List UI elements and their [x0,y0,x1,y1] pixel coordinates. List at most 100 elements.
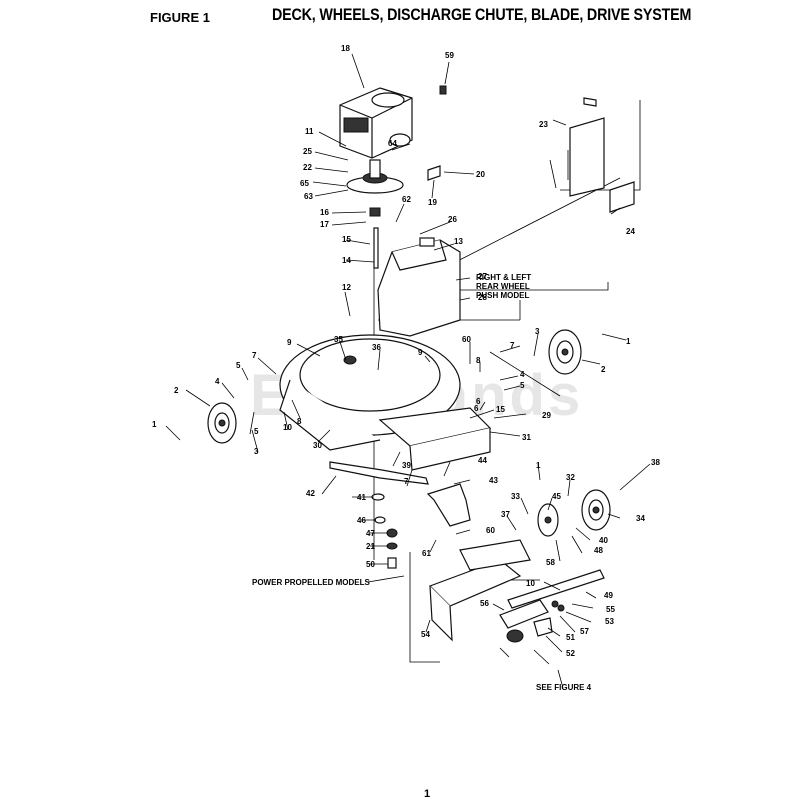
callout-15: 15 [496,405,505,414]
part-56 [557,604,565,612]
callout-57: 57 [580,627,589,636]
callout-2: 2 [174,386,179,395]
callout-10: 10 [283,423,292,432]
callout-28: 28 [478,293,487,302]
drive-shaft [507,569,605,609]
gear-case [506,629,524,643]
callout-22: 22 [303,163,312,172]
note-rear-wheel-2: REAR WHEEL [476,282,530,291]
blade-adapter [369,207,381,217]
mower-deck [279,334,461,451]
callout-37: 37 [501,510,510,519]
bolt-21 [387,557,397,569]
engine-pulley [346,159,404,194]
callout-20: 20 [476,170,485,179]
callout-41: 41 [357,493,366,502]
part-61 [386,542,398,550]
callout-56: 56 [480,599,489,608]
callout-54: 54 [421,630,430,639]
callout-45: 45 [552,492,561,501]
plate-23 [569,117,605,197]
callout-10: 10 [526,579,535,588]
callout-60: 60 [486,526,495,535]
callout-1: 1 [626,337,631,346]
callout-65: 65 [300,179,309,188]
drive-housing [428,539,531,642]
callout-6: 6 [476,397,481,406]
part-60 [386,528,398,538]
callout-4: 4 [520,370,525,379]
callout-40: 40 [599,536,608,545]
callout-15: 15 [342,235,351,244]
callout-49: 49 [604,591,613,600]
rear-wheel-right [548,329,582,375]
callout-2: 2 [601,365,606,374]
callout-3: 3 [254,447,259,456]
callout-1: 1 [536,461,541,470]
callout-16: 16 [320,208,329,217]
part-59 [439,85,447,95]
part-19 [427,165,441,181]
callout-1: 1 [152,420,157,429]
front-wheel-left [207,402,237,444]
callout-50: 50 [366,560,375,569]
diagram-title: DECK, WHEELS, DISCHARGE CHUTE, BLADE, DR… [272,5,692,24]
callout-63: 63 [304,192,313,201]
drive-gear [537,503,559,537]
callout-5: 5 [254,427,259,436]
callout-18: 18 [341,44,350,53]
callout-59: 59 [445,51,454,60]
callout-44: 44 [478,456,487,465]
callout-5: 5 [236,361,241,370]
callout-7: 7 [252,351,257,360]
note-see-figure: SEE FIGURE 4 [536,683,592,692]
callout-17: 17 [320,220,329,229]
callout-4: 4 [215,377,220,386]
engine [339,87,413,159]
callout-19: 19 [428,198,437,207]
callout-53: 53 [605,617,614,626]
bracket-38 [426,483,471,527]
callout-38: 38 [651,458,660,467]
callout-47: 47 [366,529,375,538]
note-rear-wheel-1: RIGHT & LEFT [476,273,531,282]
callout-33: 33 [511,492,520,501]
callout-46: 46 [357,516,366,525]
callout-34: 34 [636,514,645,523]
callout-6: 6 [474,404,479,413]
page-number: 1 [424,788,431,800]
callout-12: 12 [342,283,351,292]
callout-52: 52 [566,649,575,658]
callout-39: 39 [402,461,411,470]
callout-26: 26 [448,215,457,224]
callout-43: 43 [489,476,498,485]
part-54 [551,600,559,608]
callout-62: 62 [402,195,411,204]
callout-14: 14 [342,256,351,265]
callout-48: 48 [594,546,603,555]
front-wheel-right [581,489,611,531]
callout-31: 31 [522,433,531,442]
blade [329,461,429,485]
callout-35: 35 [334,335,343,344]
callout-32: 32 [566,473,575,482]
callout-8: 8 [297,417,302,426]
note-power-models: POWER PROPELLED MODELS [252,578,370,587]
callout-58: 58 [546,558,555,567]
washer-34 [374,516,386,524]
callout-60: 60 [462,335,471,344]
callout-7: 7 [404,477,409,486]
callout-27: 27 [478,272,487,281]
callout-13: 13 [454,237,463,246]
callout-11: 11 [305,127,314,136]
callout-5: 5 [520,381,525,390]
callout-36: 36 [372,343,381,352]
shaft [373,227,379,269]
callout-30: 30 [313,441,322,450]
figure-label: FIGURE 1 [150,10,210,25]
callout-21: 21 [366,542,375,551]
callout-3: 3 [535,327,540,336]
callout-9: 9 [418,348,423,357]
